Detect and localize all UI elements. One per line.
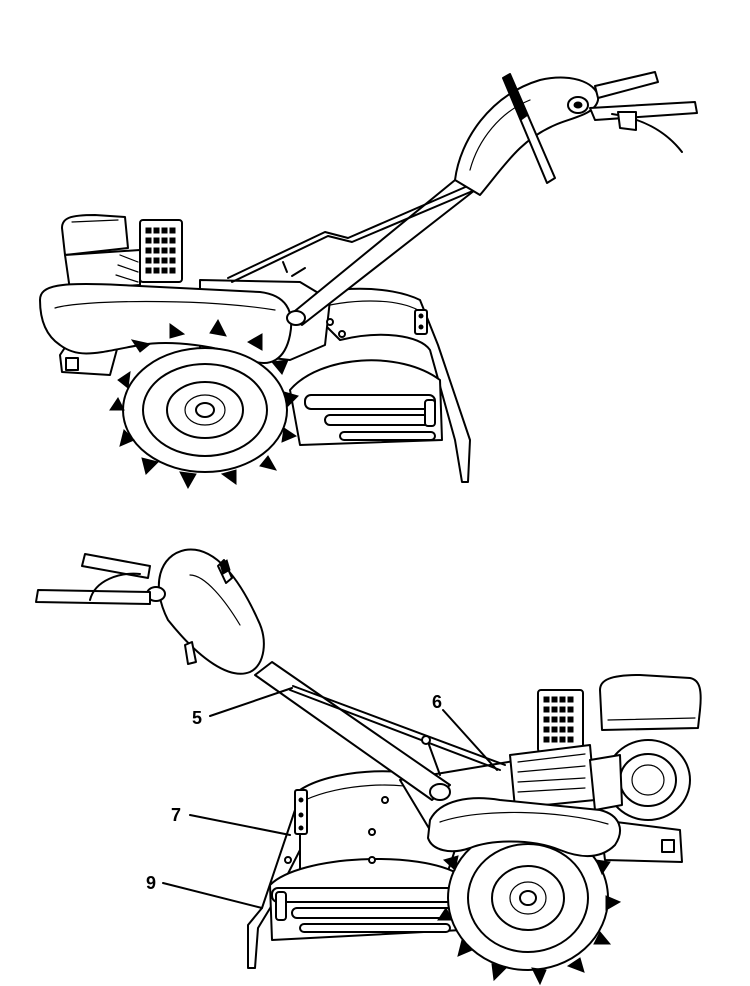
- control-lever: [282, 261, 306, 277]
- depth-bracket: [294, 789, 308, 835]
- hood-bolt: [338, 330, 346, 338]
- callout-9: 9: [146, 873, 156, 893]
- fender: [427, 797, 621, 858]
- tiller-left-side-view: [39, 71, 698, 490]
- depth-bracket: [414, 309, 428, 335]
- callout-leaders: [162, 687, 498, 909]
- air-filter-grille: [543, 696, 574, 743]
- wheel: [437, 809, 622, 986]
- side-shield-panel: [289, 359, 443, 446]
- handlebar: [35, 548, 506, 801]
- tiller-right-side-view: 5 6 7 9: [35, 548, 702, 986]
- hood-bolt: [326, 318, 334, 326]
- engine: [61, 214, 183, 291]
- callout-5: 5: [192, 708, 202, 728]
- callout-7: 7: [171, 805, 181, 825]
- air-filter-grille: [145, 227, 176, 274]
- lever-knob: [421, 735, 431, 745]
- callout-6: 6: [432, 692, 442, 712]
- control-lever: [427, 741, 441, 776]
- handlebar: [227, 71, 698, 326]
- engine: [509, 674, 702, 821]
- fender: [39, 282, 293, 364]
- wheel: [109, 318, 299, 490]
- side-shield-panel: [269, 856, 463, 941]
